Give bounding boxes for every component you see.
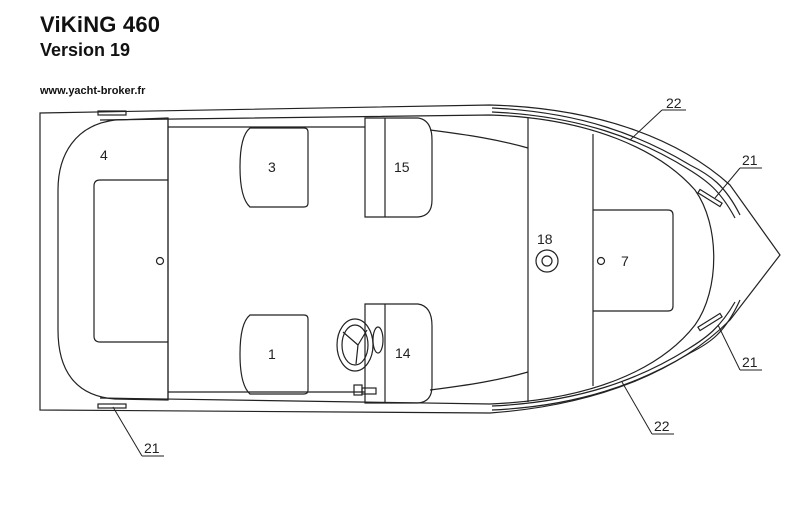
rubrail-bottom <box>491 299 741 411</box>
hull-outline <box>39 104 781 414</box>
console-15 <box>364 117 433 218</box>
stern-hatch-knob <box>155 256 165 266</box>
fitting-18-outer <box>535 249 559 273</box>
website-url: www.yacht-broker.fr <box>40 85 146 97</box>
label-18: 18 <box>537 231 553 247</box>
stern-locker-hatch <box>93 179 168 343</box>
label-3: 3 <box>268 159 276 175</box>
label-1: 1 <box>268 346 276 362</box>
floor-curve-bottom <box>429 371 529 391</box>
label-14: 14 <box>395 345 411 361</box>
steering-wheel-icon <box>336 318 384 396</box>
callout-21-port: 21 <box>742 354 758 370</box>
callout-21-stern: 21 <box>144 440 160 456</box>
boat-model-title: ViKiNG 460 <box>40 12 161 37</box>
version-subtitle: Version 19 <box>40 40 131 60</box>
cleat-stern-top <box>97 110 127 116</box>
bow-locker-7 <box>593 209 674 312</box>
gunwale-inner <box>99 114 715 405</box>
rubrail-top <box>491 107 741 216</box>
console-14 <box>364 303 433 404</box>
bow-locker-knob <box>596 256 606 266</box>
callout-22-top: 22 <box>666 95 682 111</box>
cleat-bow-starboard <box>697 188 723 208</box>
label-7: 7 <box>621 253 629 269</box>
cleat-bow-port <box>697 312 723 332</box>
label-4: 4 <box>100 147 108 163</box>
floor-curve-top <box>429 129 529 149</box>
callout-22-bottom: 22 <box>654 418 670 434</box>
fitting-18-inner <box>541 255 553 267</box>
seat-3 <box>239 127 309 208</box>
label-15: 15 <box>394 159 410 175</box>
cleat-stern-bottom <box>97 403 127 409</box>
callout-21-starboard: 21 <box>742 152 758 168</box>
seat-1 <box>239 314 309 395</box>
stern-bench <box>57 117 169 401</box>
